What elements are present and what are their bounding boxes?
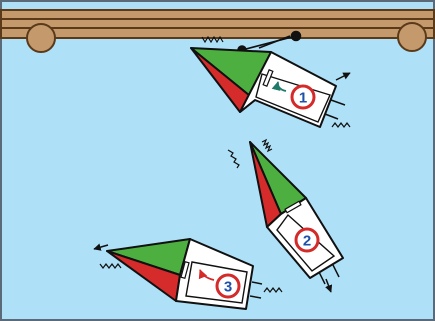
step-label-1: 1 [299, 90, 307, 107]
boat-1-hull [239, 51, 337, 128]
step-badge-1 [290, 84, 316, 110]
boat-1-wake-stern [331, 122, 351, 128]
dock-piling-left [26, 23, 56, 53]
dock-piling-right [397, 22, 427, 52]
step-badge-3 [215, 273, 241, 299]
step-label-3: 3 [224, 279, 232, 296]
step-label-2: 2 [303, 233, 311, 250]
dock [0, 9, 435, 53]
boat-1-wake-bow [201, 35, 224, 44]
boat-2-wake-starboard [261, 138, 273, 153]
step-badge-2 [294, 227, 320, 253]
boat-2 [227, 138, 344, 293]
boat-3-wake-stern [263, 287, 283, 293]
boat-3 [93, 238, 283, 310]
boat-3-wake-port [99, 263, 122, 269]
boat-2-wake-port [227, 149, 240, 169]
boat-1 [190, 35, 351, 128]
